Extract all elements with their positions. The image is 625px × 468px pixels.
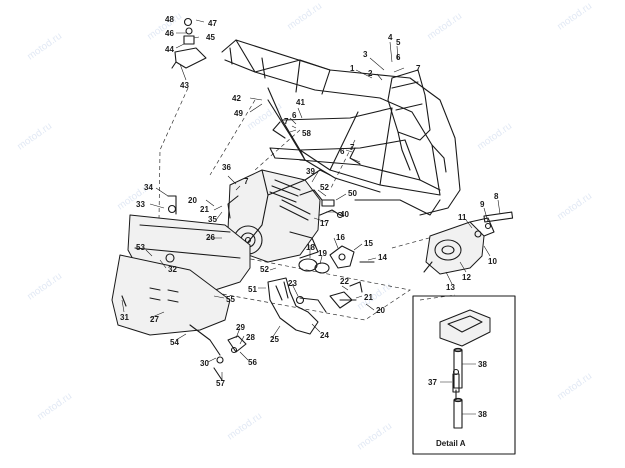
callout-label: 15: [364, 239, 373, 248]
callout-label: 27: [150, 315, 159, 324]
callout-label: 38: [478, 360, 487, 369]
callout-label: 48: [165, 15, 174, 24]
callout-label: 53: [136, 243, 145, 252]
lower-hardware: [121, 261, 375, 381]
callout-label: 58: [302, 129, 311, 138]
callout-label: 8: [494, 192, 499, 201]
callout-label: 52: [320, 183, 329, 192]
exhaust-pipe: [267, 277, 353, 335]
callout-label: 17: [320, 219, 329, 228]
bracket-hardware: [171, 17, 207, 69]
muffler-assembly: [111, 195, 251, 356]
callout-label: 43: [180, 81, 189, 90]
callout-label: 34: [144, 183, 153, 192]
callout-label: 3: [363, 50, 368, 59]
callout-label: 21: [200, 205, 209, 214]
callout-label: 38: [478, 410, 487, 419]
watermark: motod.ru: [425, 11, 464, 43]
callout-label: 51: [248, 285, 257, 294]
callout-label: 45: [206, 33, 215, 42]
callout-label: 7: [284, 117, 289, 126]
callout-label: 49: [234, 109, 243, 118]
callout-label: 6: [396, 53, 401, 62]
detail-a-label: Detail A: [436, 439, 466, 448]
watermark: motod.ru: [355, 421, 394, 453]
callout-label: 5: [396, 38, 401, 47]
callout-label: 7: [244, 177, 249, 186]
callout-label: 50: [348, 189, 357, 198]
watermark: motod.ru: [15, 121, 54, 153]
leader-lines: [121, 19, 501, 415]
callout-label: 6: [340, 147, 345, 156]
callout-label: 6: [292, 111, 297, 120]
callout-label: 33: [136, 200, 145, 209]
watermark: motod.ru: [225, 411, 264, 443]
callout-label: 39: [306, 167, 315, 176]
callout-labels: 48 47 46 45 44 43 3 4 5 6 7 1 2 42 49 41…: [120, 15, 499, 419]
callout-label: 41: [296, 98, 305, 107]
callout-label: 16: [336, 233, 345, 242]
watermark: motod.ru: [475, 121, 514, 153]
callout-label: 2: [368, 69, 373, 78]
watermark: motod.ru: [25, 271, 64, 303]
watermark: motod.ru: [35, 391, 74, 423]
callout-label: 35: [208, 215, 217, 224]
callout-label: 36: [222, 163, 231, 172]
callout-label: 21: [364, 293, 373, 302]
callout-label: 20: [376, 306, 385, 315]
callout-label: 54: [170, 338, 179, 347]
callout-label: 4: [388, 33, 393, 42]
callout-label: 11: [458, 213, 467, 222]
callout-label: 29: [236, 323, 245, 332]
callout-label: 57: [216, 379, 225, 388]
intake-parts: [298, 169, 355, 274]
callout-label: 7: [416, 64, 421, 73]
callout-label: 40: [340, 210, 349, 219]
callout-label: 26: [206, 233, 215, 242]
callout-label: 30: [200, 359, 209, 368]
callout-label: 28: [246, 333, 255, 342]
watermark: motod.ru: [555, 371, 594, 403]
callout-label: 37: [428, 378, 437, 387]
callout-label: 55: [226, 295, 235, 304]
callout-label: 22: [340, 277, 349, 286]
callout-label: 32: [168, 265, 177, 274]
callout-label: 46: [165, 29, 174, 38]
callout-label: 44: [165, 45, 174, 54]
watermark: motod.ru: [285, 1, 324, 33]
watermark: motod.ru: [555, 1, 594, 33]
callout-label: 42: [232, 94, 241, 103]
callout-label: 47: [208, 19, 217, 28]
callout-label: 13: [446, 283, 455, 292]
callout-label: 31: [120, 313, 129, 322]
callout-label: 19: [318, 249, 327, 258]
callout-label: 56: [248, 358, 257, 367]
watermark: motod.ru: [555, 191, 594, 223]
callout-label: 52: [260, 265, 269, 274]
callout-label: 25: [270, 335, 279, 344]
callout-label: 7: [350, 143, 355, 152]
oil-pump-assembly: [423, 211, 514, 275]
detail-a-box: Detail A: [412, 295, 516, 455]
callout-label: 10: [488, 257, 497, 266]
callout-label: 18: [306, 243, 315, 252]
callout-label: 1: [350, 64, 355, 73]
callout-label: 9: [480, 200, 485, 209]
callout-label: 23: [288, 279, 297, 288]
watermark: motod.ru: [25, 31, 64, 63]
callout-label: 12: [462, 273, 471, 282]
frame-assembly: [221, 39, 461, 216]
callout-label: 20: [188, 196, 197, 205]
callout-label: 14: [378, 253, 387, 262]
callout-label: 24: [320, 331, 329, 340]
